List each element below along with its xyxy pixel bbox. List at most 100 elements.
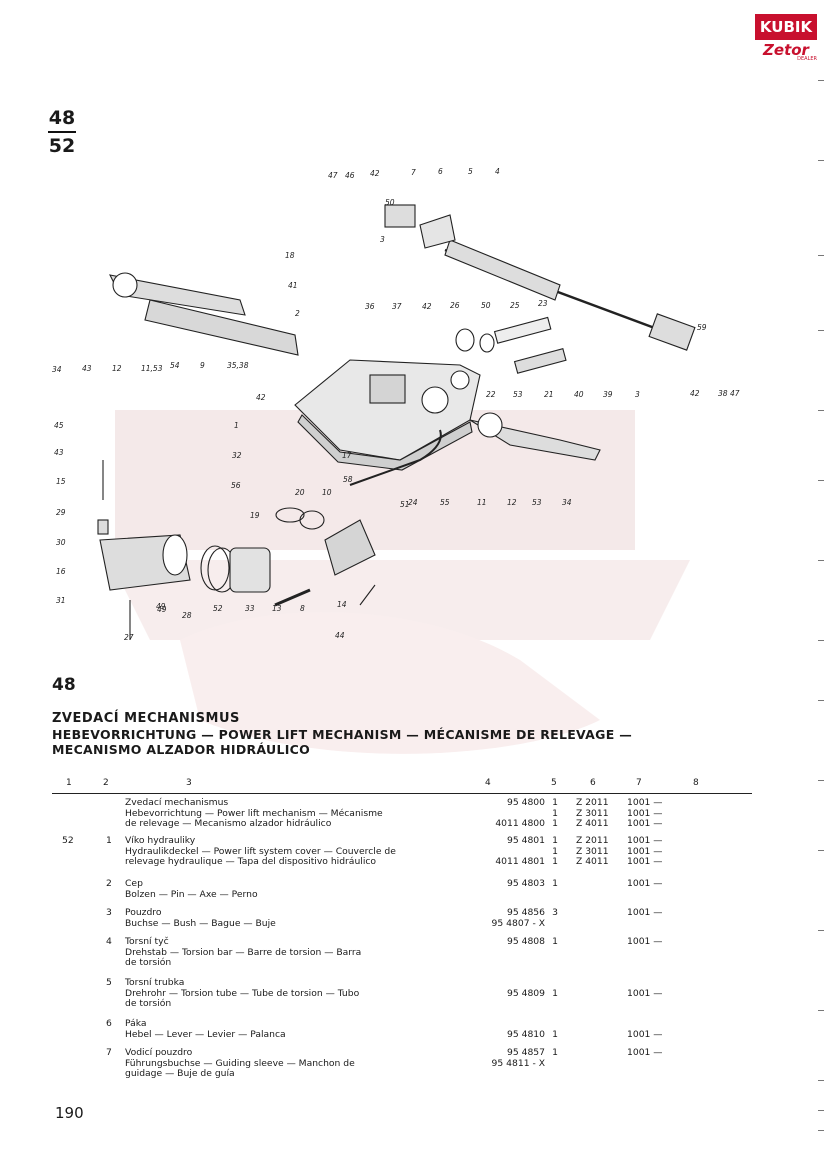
column-headers: 1 2 3 4 5 6 7 8	[0, 778, 826, 792]
plate-bottom: 52	[48, 135, 76, 157]
callout-label: 28	[182, 611, 192, 620]
part-number-line: 95 4800	[507, 797, 545, 808]
edge-mark	[818, 1010, 824, 1011]
row-position: 5	[106, 977, 112, 988]
logo-top: KUBIK	[755, 14, 817, 40]
serial-from: 1001 —	[627, 936, 663, 948]
callout-label: 34	[52, 365, 62, 374]
callout-label: 19	[250, 511, 260, 520]
model-line: Z 4011	[576, 856, 609, 868]
part-number-line: 95 4803	[507, 878, 545, 889]
serial-from: 1001 —	[627, 878, 663, 890]
edge-mark	[818, 560, 824, 561]
col-header-1: 1	[66, 778, 72, 788]
callout-label: 34	[562, 498, 572, 507]
part-number-line: 95 4811 - X	[491, 1057, 545, 1069]
model-line: Z 3011	[576, 807, 609, 819]
header-rule	[52, 793, 752, 794]
col-header-8: 8	[693, 778, 699, 788]
callout-label: 47	[328, 171, 338, 180]
plate-number: 48 52	[48, 107, 76, 157]
quantity-line: 1	[552, 807, 558, 819]
quantity: 1	[548, 936, 562, 948]
quantity-line: 1	[552, 1028, 558, 1040]
part-number-line	[460, 1019, 545, 1030]
callout-label: 41	[288, 281, 298, 290]
description-line: de relevage — Mecanismo alzador hidráuli…	[125, 818, 332, 830]
description-line: Bolzen — Pin — Axe — Perno	[125, 888, 258, 900]
quantity-line: 1	[552, 856, 558, 868]
part-number: 95 4803	[460, 878, 545, 890]
callout-label: 49	[156, 602, 166, 611]
title-multilingual-1: HEBEVORRICHTUNG — POWER LIFT MECHANISM —…	[52, 727, 633, 742]
description-line: Zvedací mechanismus	[125, 797, 229, 808]
callout-label: 47	[730, 389, 740, 398]
serial-from-line: 1001 —	[627, 1047, 663, 1058]
callout-label: 51	[400, 500, 410, 509]
callout-label: 5	[468, 167, 473, 176]
callout-label: 52	[213, 604, 223, 613]
quantity-line: 1	[552, 797, 558, 808]
description-line: guidage — Buje de guía	[125, 1068, 235, 1080]
description-line: Víko hydrauliky	[125, 835, 196, 846]
description-line: relevage hydraulique — Tapa del disposit…	[125, 856, 377, 868]
edge-mark	[818, 80, 824, 81]
callout-label: 59	[697, 323, 707, 332]
quantity-line: 1	[552, 1047, 558, 1058]
quantity: 3	[548, 907, 562, 930]
description-line: Torsní tyč	[125, 936, 169, 947]
callout-label: 10	[322, 488, 332, 497]
callout-label: 35,38	[227, 361, 249, 370]
serial-from-line	[627, 1019, 663, 1030]
model-line: Z 2011	[576, 797, 609, 808]
col-header-5: 5	[551, 778, 557, 788]
quantity-line	[548, 978, 562, 989]
callout-label: 14	[337, 600, 347, 609]
model-line: Z 3011	[576, 845, 609, 857]
part-number-line: 95 4801	[507, 835, 545, 846]
serial-from: 1001 —	[627, 978, 663, 999]
col-header-6: 6	[590, 778, 596, 788]
description-line: Führungsbuchse — Guiding sleeve — Mancho…	[125, 1057, 355, 1069]
serial-from-line: 1001 —	[627, 987, 663, 999]
part-number-line: 95 4808	[507, 936, 545, 947]
callout-label: 18	[285, 251, 295, 260]
quantity: 1	[548, 978, 562, 999]
edge-mark	[818, 1110, 824, 1111]
quantity: 1	[548, 1019, 562, 1040]
edge-mark	[818, 255, 824, 256]
brand-logo: KUBIK Zetor DEALER	[755, 14, 817, 62]
section-number: 48	[52, 675, 76, 695]
callout-label: 9	[200, 361, 205, 370]
description-line: Hebevorrichtung — Power lift mechanism —…	[125, 807, 383, 819]
callout-label: 2	[295, 309, 300, 318]
serial-from-line: 1001 —	[627, 807, 663, 819]
serial-from: 1001 —1001 —1001 —	[627, 797, 663, 830]
quantity-line	[548, 919, 562, 930]
description-line: Pouzdro	[125, 907, 162, 918]
serial-from-line	[627, 978, 663, 989]
callout-label: 36	[365, 302, 375, 311]
callout-label: 30	[56, 538, 66, 547]
quantity: 1	[548, 878, 562, 890]
callout-label: 15	[56, 477, 66, 486]
edge-mark	[818, 930, 824, 931]
callout-label: 21	[544, 390, 554, 399]
part-number: 95 4808	[460, 936, 545, 948]
row-position: 2	[106, 878, 112, 889]
part-number: 95 4809	[460, 978, 545, 999]
callout-label: 55	[440, 498, 450, 507]
serial-from-line: 1001 —	[627, 818, 663, 830]
callout-label: 16	[56, 567, 66, 576]
row-position: 1	[106, 835, 112, 846]
